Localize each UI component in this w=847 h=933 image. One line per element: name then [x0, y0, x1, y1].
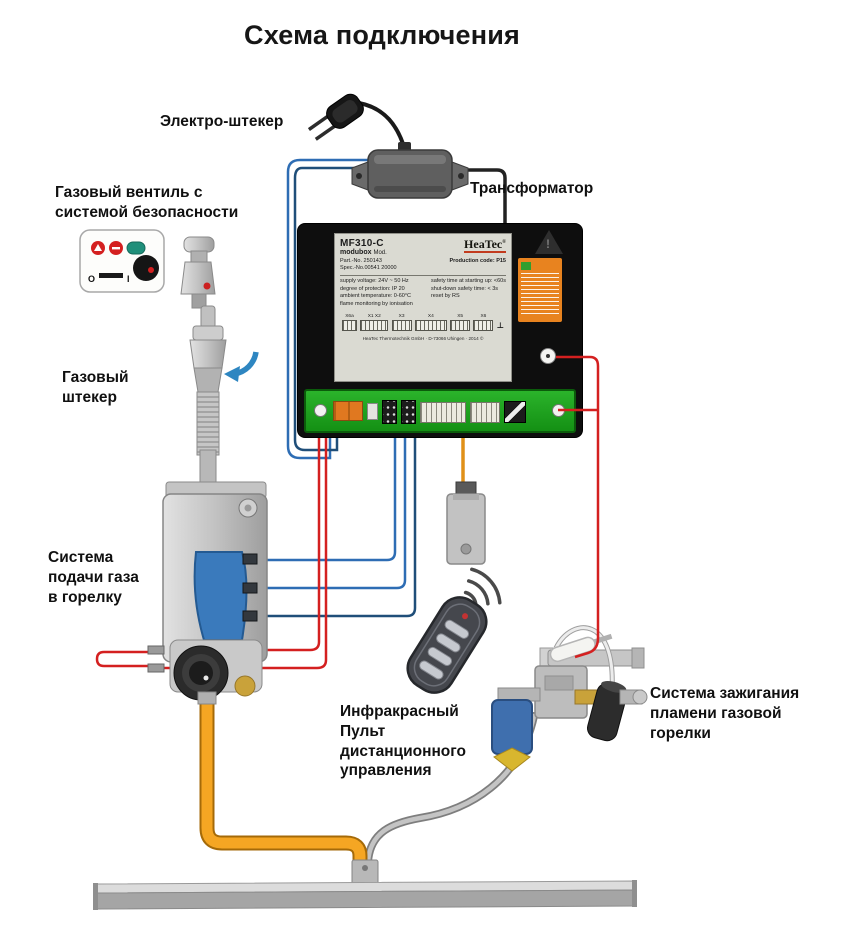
ir-receiver — [446, 481, 486, 565]
spec-number: Spec.-No.00541 20000 — [340, 265, 397, 272]
type-label: MF310-C modubox Mod. HeaTec® Part.-No. 2… — [334, 233, 512, 382]
spade-terminal-1 — [147, 645, 165, 655]
pipe-bracket — [351, 859, 379, 885]
ground-symbol: ⊥ — [496, 320, 504, 330]
terminal-block-2 — [470, 402, 500, 423]
gas-plug-graphic — [189, 305, 259, 456]
label-gas-plug: Газовый штекер — [62, 369, 129, 406]
ignition-solenoid — [491, 699, 533, 755]
relay-block — [367, 403, 378, 420]
orange-connector — [333, 401, 363, 421]
part-number: Part.-No. 250143 — [340, 258, 382, 264]
label-electro-plug: Электро-штекер — [160, 113, 284, 130]
diagonal-switch — [504, 401, 526, 423]
wire-red-left-2 — [150, 437, 328, 670]
specs-right: safety time at starting up: <60s shut-do… — [430, 278, 506, 300]
gas-valve-knob — [180, 236, 216, 309]
production-code: Production code: P15 — [449, 258, 506, 264]
power-cable — [357, 101, 407, 152]
control-unit: MF310-C modubox Mod. HeaTec® Part.-No. 2… — [298, 224, 582, 437]
electric-plug-icon — [307, 93, 364, 141]
spark-generator — [587, 680, 627, 742]
gas-supply-unit — [147, 449, 268, 705]
strip-screw-right — [552, 404, 565, 417]
safety-panel: O I — [79, 229, 165, 293]
wire-blue-left-1 — [286, 158, 372, 460]
burner-bar — [93, 859, 637, 910]
transformer-output-cable — [452, 168, 507, 228]
warning-triangle-icon — [535, 230, 563, 254]
pin-connector-1 — [382, 400, 397, 424]
gas-pipe — [201, 700, 366, 874]
pin-connector-2 — [401, 400, 416, 424]
safety-off-mark: O — [88, 274, 95, 284]
safety-dial — [133, 255, 159, 281]
wire-blue-left-2 — [293, 166, 372, 452]
remote-control — [406, 596, 488, 694]
heatec-logo: HeaTec® — [464, 237, 506, 253]
transformer-graphic — [351, 142, 469, 199]
terminal-strip — [304, 389, 576, 433]
solenoid-cover — [193, 551, 248, 641]
wire-blue-solenoid-3 — [256, 437, 417, 618]
strip-screw-left — [314, 404, 327, 417]
reset-button — [540, 348, 556, 364]
spade-terminal-2 — [147, 663, 165, 673]
model-number: MF310-C — [340, 238, 384, 249]
manufacturer-line: HeaTec Thermotechnik GmbH · D-73066 Uhin… — [362, 335, 484, 341]
label-gas-valve: Газовый вентиль с системой безопасности — [55, 184, 239, 221]
warning-sticker — [518, 258, 562, 322]
page-title: Схема подключения — [244, 20, 520, 50]
ignition-system — [491, 625, 648, 772]
brass-cap — [234, 675, 256, 697]
safety-button-green — [126, 241, 146, 255]
wire-blue-solenoid-2 — [256, 437, 407, 590]
wire-red-left-loop — [95, 650, 150, 668]
terminal-diagram: X6a X1 X2 X3 X4 X5 X6 ⊥ — [340, 314, 506, 331]
wire-red-left-1 — [150, 437, 321, 652]
terminal-block-1 — [420, 402, 466, 423]
label-remote-control: Инфракрасный Пульт дистанционного управл… — [340, 703, 466, 780]
wire-blue-solenoid-1 — [256, 437, 397, 562]
safety-on-mark: I — [127, 274, 130, 284]
label-ignition: Система зажигания пламени газовой горелк… — [650, 685, 800, 742]
specs-left: supply voltage: 24V ~ 50 Hz degree of pr… — [340, 278, 413, 307]
label-gas-supply: Система подачи газа в горелку — [48, 549, 139, 606]
ignition-yellow-cap — [493, 747, 531, 772]
label-transformer: Трансформатор — [470, 180, 594, 197]
